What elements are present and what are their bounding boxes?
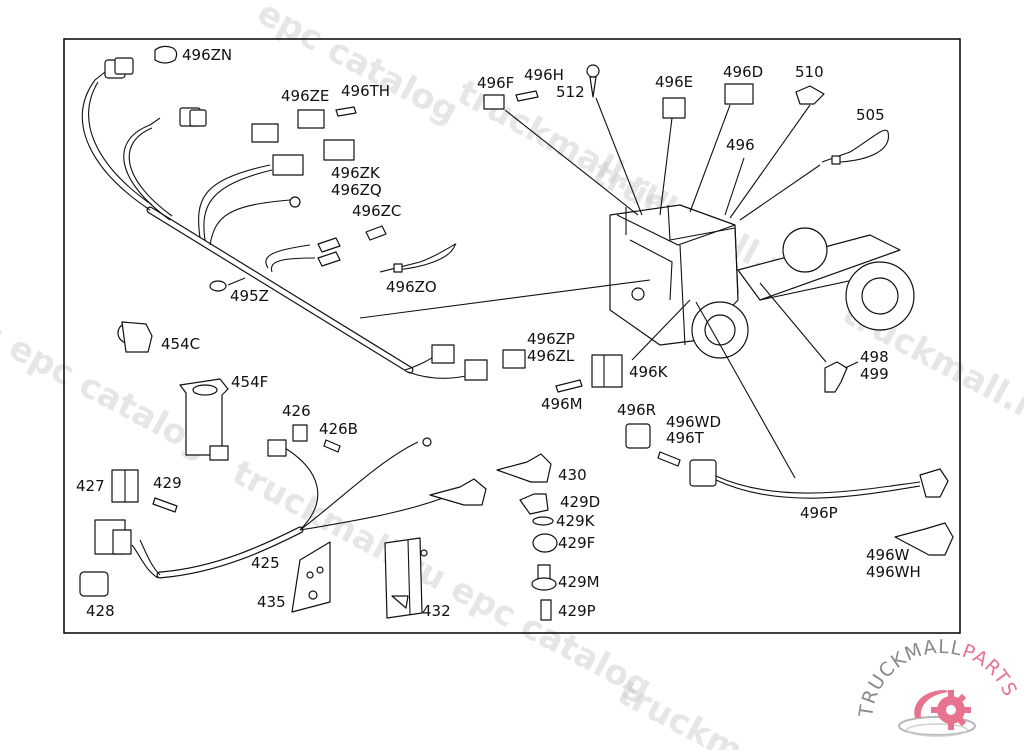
watermark: epc catalog: [251, 0, 465, 132]
label-496P[interactable]: 496P: [800, 504, 838, 522]
cable-tie-496ZO[interactable]: [379, 243, 457, 273]
part-429M[interactable]: [531, 564, 557, 591]
part-510[interactable]: [795, 85, 825, 105]
part-435[interactable]: [291, 541, 331, 613]
part-429P[interactable]: [540, 599, 552, 621]
label-432[interactable]: 432: [422, 602, 451, 620]
part-labels: 496ZN 496ZE 496TH 496ZK 496ZQ 496ZC 496Z…: [76, 46, 921, 620]
label-429[interactable]: 429: [153, 474, 182, 492]
connector-496ZN-group[interactable]: [104, 45, 387, 267]
part-429D[interactable]: [519, 493, 549, 515]
label-428[interactable]: 428: [86, 602, 115, 620]
logo-text-accent: PARTS: [959, 640, 1021, 700]
part-428[interactable]: [79, 571, 109, 597]
diagram-frame: [63, 38, 961, 634]
part-496D[interactable]: [724, 83, 754, 105]
harness-496P[interactable]: [689, 459, 949, 499]
part-498-499[interactable]: [824, 361, 859, 393]
part-496E[interactable]: [662, 97, 686, 119]
connector-496ZP-group[interactable]: [431, 344, 526, 381]
watermark: truckm: [611, 673, 749, 750]
cable-tie-505[interactable]: [821, 129, 889, 165]
label-496ZP[interactable]: 496ZP: [527, 330, 575, 348]
truckmall-parts-logo[interactable]: TRUCKMALLPARTS: [855, 636, 1022, 737]
label-496K[interactable]: 496K: [629, 363, 669, 381]
label-496ZC[interactable]: 496ZC: [352, 202, 401, 220]
label-429F[interactable]: 429F: [558, 534, 595, 552]
label-496M[interactable]: 496M: [541, 395, 583, 413]
label-430[interactable]: 430: [558, 466, 587, 484]
part-496H[interactable]: [515, 90, 539, 102]
connector-block[interactable]: [94, 519, 132, 555]
label-498[interactable]: 498: [860, 348, 889, 366]
label-496ZE[interactable]: 496ZE: [281, 87, 329, 105]
label-499[interactable]: 499: [860, 365, 889, 383]
label-496ZO[interactable]: 496ZO: [386, 278, 437, 296]
label-496ZL[interactable]: 496ZL: [527, 347, 575, 365]
label-496ZN[interactable]: 496ZN: [182, 46, 232, 64]
label-429D[interactable]: 429D: [560, 493, 600, 511]
label-496F[interactable]: 496F: [477, 74, 514, 92]
part-432[interactable]: [384, 537, 428, 619]
label-496R[interactable]: 496R: [617, 401, 656, 419]
label-512[interactable]: 512: [556, 83, 585, 101]
part-496T[interactable]: [657, 451, 681, 467]
label-496ZK[interactable]: 496ZK: [331, 164, 381, 182]
label-429M[interactable]: 429M: [558, 573, 600, 591]
label-496[interactable]: 496: [726, 136, 755, 154]
part-496K[interactable]: [591, 354, 623, 388]
label-429P[interactable]: 429P: [558, 602, 596, 620]
label-496W[interactable]: 496W: [866, 546, 910, 564]
part-512-screw[interactable]: [586, 64, 600, 98]
label-496T[interactable]: 496T: [666, 429, 705, 447]
part-496W[interactable]: [894, 522, 954, 556]
label-435[interactable]: 435: [257, 593, 286, 611]
label-429K[interactable]: 429K: [556, 512, 596, 530]
part-496R[interactable]: [625, 423, 651, 449]
part-496M[interactable]: [555, 379, 583, 393]
label-426B[interactable]: 426B: [319, 420, 358, 438]
label-496D[interactable]: 496D: [723, 63, 763, 81]
part-429[interactable]: [152, 497, 178, 513]
label-495Z[interactable]: 495Z: [230, 287, 269, 305]
harness-495Z[interactable]: [81, 71, 471, 379]
part-496F[interactable]: [483, 94, 505, 110]
truck-illustration: [609, 204, 915, 359]
harness-425[interactable]: [131, 424, 487, 579]
part-429K[interactable]: [532, 516, 554, 526]
label-426[interactable]: 426: [282, 402, 311, 420]
leader-lines: [359, 97, 827, 479]
gear-icon: [898, 690, 976, 737]
label-496WD[interactable]: 496WD: [666, 413, 721, 431]
label-454C[interactable]: 454C: [161, 335, 200, 353]
label-496H[interactable]: 496H: [524, 66, 564, 84]
part-454C[interactable]: [117, 321, 153, 353]
part-427[interactable]: [111, 469, 139, 503]
label-425[interactable]: 425: [251, 554, 280, 572]
label-454F[interactable]: 454F: [231, 373, 268, 391]
part-430[interactable]: [496, 453, 552, 483]
part-454F[interactable]: [179, 378, 229, 461]
label-505[interactable]: 505: [856, 106, 885, 124]
label-427[interactable]: 427: [76, 477, 105, 495]
part-429F[interactable]: [532, 533, 558, 553]
label-496TH[interactable]: 496TH: [341, 82, 390, 100]
label-496ZQ[interactable]: 496ZQ: [331, 181, 382, 199]
label-496E[interactable]: 496E: [655, 73, 693, 91]
label-496WH[interactable]: 496WH: [866, 563, 921, 581]
label-510[interactable]: 510: [795, 63, 824, 81]
